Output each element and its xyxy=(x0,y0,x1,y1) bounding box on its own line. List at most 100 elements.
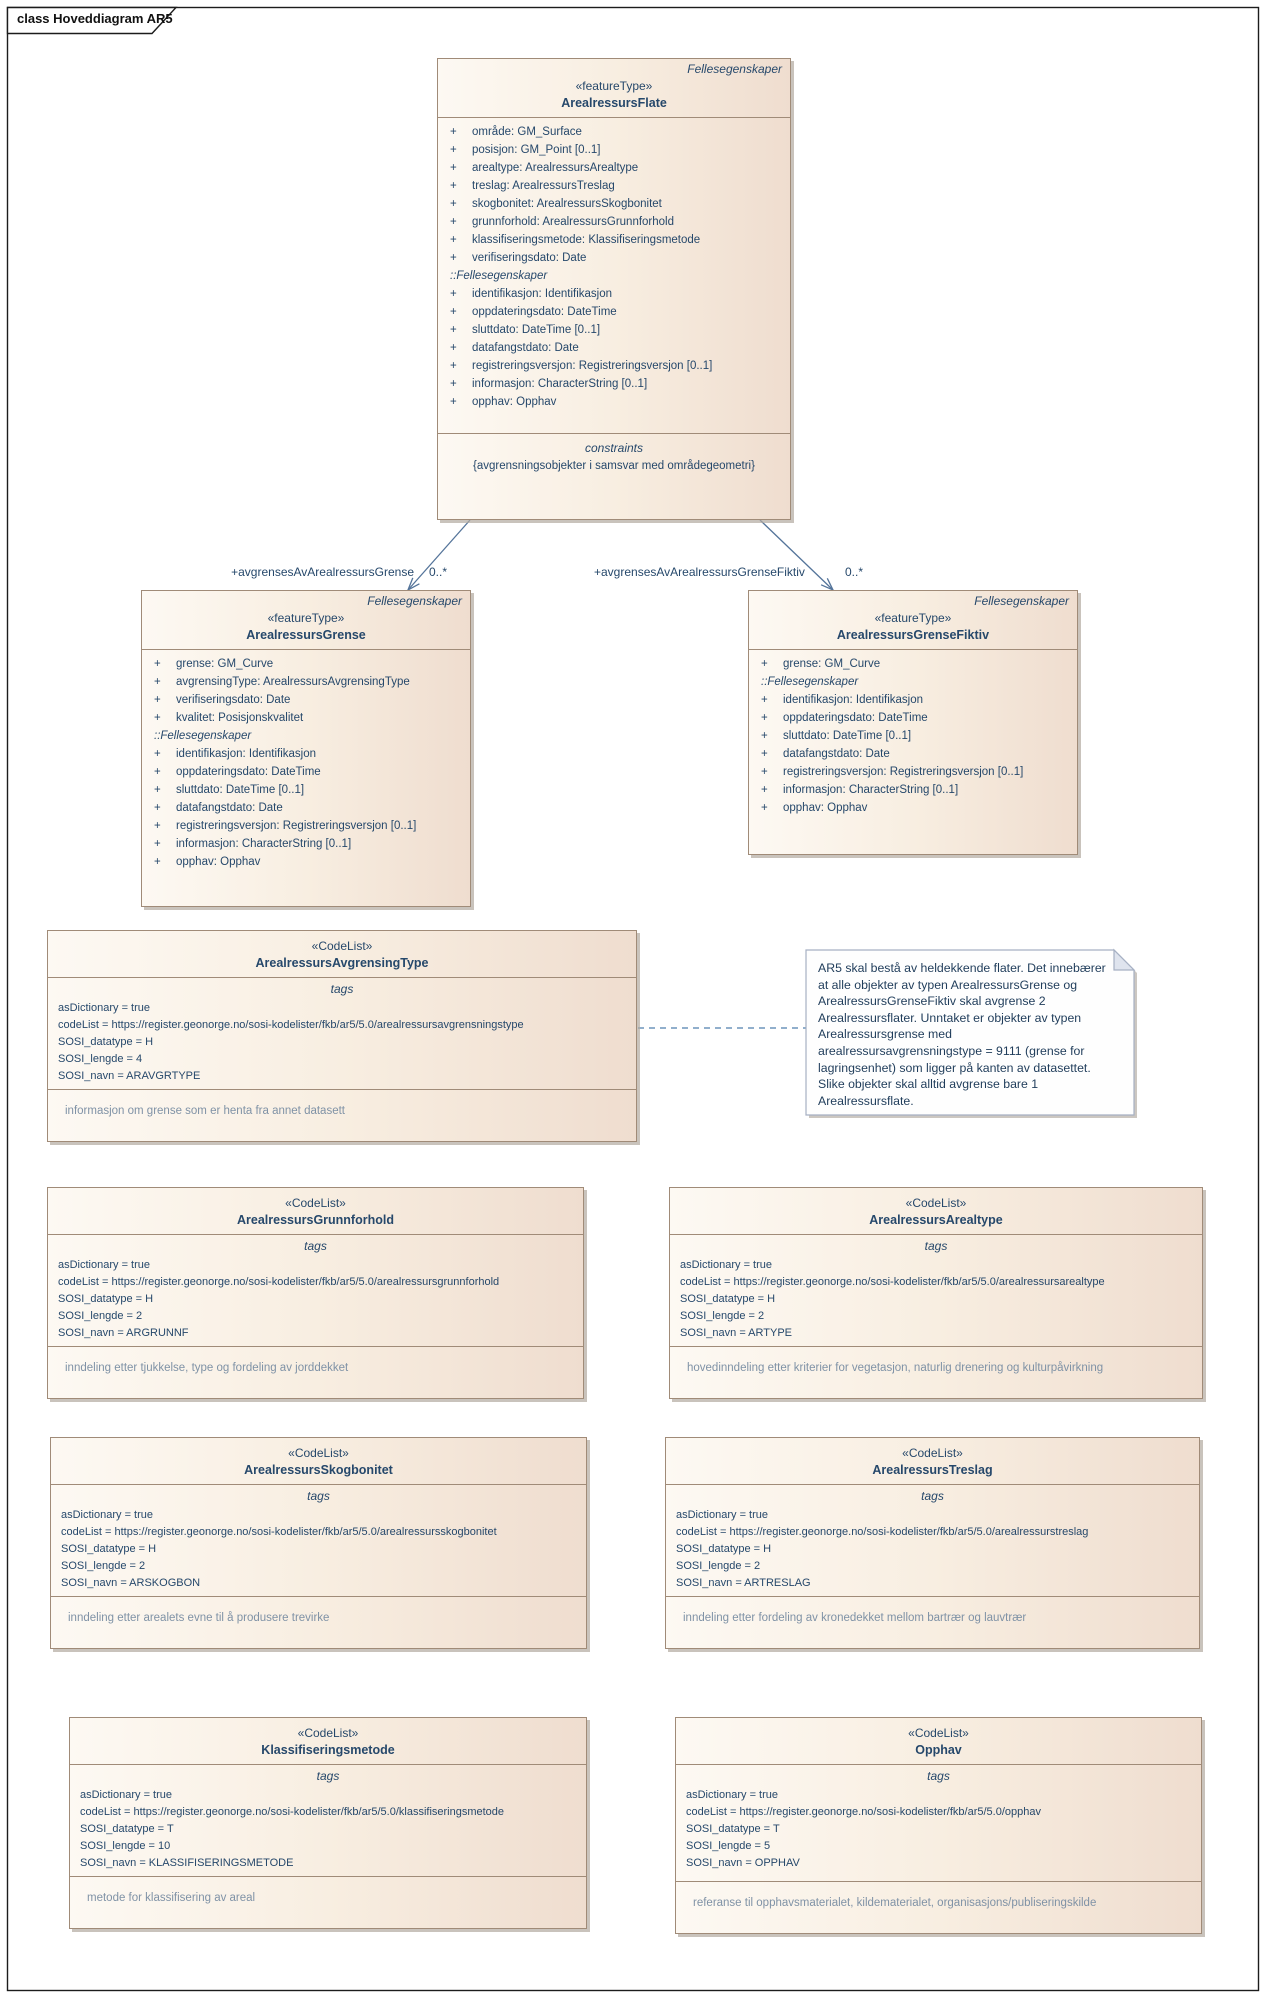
tag-row: asDictionary = true xyxy=(676,1509,769,1521)
class-header: «CodeList» Opphav xyxy=(676,1718,1201,1765)
codelist-arealressursskogbonitet[interactable]: «CodeList» ArealressursSkogbonitet tags … xyxy=(50,1437,587,1649)
tag-row: codeList = https://register.geonorge.no/… xyxy=(676,1526,1089,1538)
tag-row: SOSI_navn = KLASSIFISERINGSMETODE xyxy=(80,1857,294,1869)
class-header: «CodeList» ArealressursSkogbonitet xyxy=(51,1438,586,1485)
stereotype-label: «CodeList» xyxy=(285,1196,346,1210)
class-arealressursgrensefiktiv[interactable]: Fellesegenskaper «featureType» Arealress… xyxy=(748,590,1078,855)
tags-label: tags xyxy=(927,1769,950,1783)
class-name: ArealressursTreslag xyxy=(872,1463,993,1477)
attribute-row: +opphav: Opphav xyxy=(154,856,261,868)
tag-row: asDictionary = true xyxy=(58,1259,151,1271)
attribute-row: +registreringsversjon: Registreringsvers… xyxy=(761,766,1024,778)
stereotype-label: «featureType» xyxy=(575,79,653,93)
tags-label: tags xyxy=(304,1239,327,1253)
stereotype-label: «CodeList» xyxy=(297,1726,359,1740)
association-role-label-grense: +avgrensesAvArealressursGrense xyxy=(231,565,414,579)
class-name: Klassifiseringsmetode xyxy=(261,1743,395,1757)
codelist-opphav[interactable]: «CodeList» Opphav tags asDictionary = tr… xyxy=(675,1717,1202,1934)
codelist-arealressursgrunnforhold[interactable]: «CodeList» ArealressursGrunnforhold tags… xyxy=(47,1187,584,1399)
class-name: ArealressursGrunnforhold xyxy=(237,1213,394,1227)
attribute-row: +oppdateringsdato: DateTime xyxy=(450,306,617,318)
tag-row: SOSI_lengde = 2 xyxy=(58,1310,143,1322)
description-compartment: referanse til opphavsmaterialet, kildema… xyxy=(676,1881,1201,1933)
stereotype-label: «CodeList» xyxy=(311,939,373,953)
tag-row: SOSI_datatype = T xyxy=(80,1823,174,1835)
class-name: ArealressursGrense xyxy=(246,628,366,642)
attribute-row: +datafangstdato: Date xyxy=(450,342,579,354)
description-compartment: inndeling etter fordeling av kronedekket… xyxy=(666,1596,1199,1648)
class-header: «CodeList» ArealressursArealtype xyxy=(670,1188,1202,1235)
attribute-row: +informasjon: CharacterString [0..1] xyxy=(154,838,352,850)
tag-row: SOSI_datatype = H xyxy=(680,1293,776,1305)
association-avgrensesAvArealressursGrenseFiktiv-line[interactable] xyxy=(759,519,834,591)
tags-compartment: tags asDictionary = true codeList = https… xyxy=(48,1235,583,1346)
attribute-row: +datafangstdato: Date xyxy=(154,802,283,814)
tag-row: asDictionary = true xyxy=(680,1259,773,1271)
attribute-row: +registreringsversjon: Registreringsvers… xyxy=(450,360,713,372)
description-compartment: inndeling etter tjukkelse, type og forde… xyxy=(48,1346,583,1398)
description-compartment: informasjon om grense som er henta fra a… xyxy=(48,1089,636,1141)
codelist-klassifiseringsmetode[interactable]: «CodeList» Klassifiseringsmetode tags as… xyxy=(69,1717,587,1929)
tag-row: SOSI_lengde = 4 xyxy=(58,1053,143,1065)
class-header: «CodeList» ArealressursGrunnforhold xyxy=(48,1188,583,1235)
class-name: ArealressursGrenseFiktiv xyxy=(836,628,990,642)
constraints-text: {avgrensningsobjekter i samsvar med områ… xyxy=(473,460,755,472)
attribute-row: +kvalitet: Posisjonskvalitet xyxy=(154,712,304,724)
class-header: Fellesegenskaper «featureType» Arealress… xyxy=(749,591,1077,650)
class-name: Opphav xyxy=(915,1743,962,1757)
attribute-row: +grunnforhold: ArealressursGrunnforhold xyxy=(450,216,675,228)
association-grense-arrowhead-icon xyxy=(406,577,420,592)
attribute-row: +opphav: Opphav xyxy=(761,802,868,814)
tag-row: SOSI_navn = ARAVGRTYPE xyxy=(58,1070,201,1082)
stereotype-label: «featureType» xyxy=(874,611,952,625)
tags-label: tags xyxy=(316,1769,340,1783)
tag-row: SOSI_navn = ARTRESLAG xyxy=(676,1577,811,1589)
tag-row: codeList = https://register.geonorge.no/… xyxy=(680,1276,1105,1288)
attribute-row: +identifikasjon: Identifikasjon xyxy=(450,288,612,300)
constraints-label: constraints xyxy=(584,441,644,455)
class-name: ArealressursAvgrensingType xyxy=(255,956,429,970)
class-arealressursflate[interactable]: Fellesegenskaper «featureType» Arealress… xyxy=(437,58,791,520)
association-avgrensesAvArealressursGrense-line[interactable] xyxy=(407,519,471,591)
package-label: Fellesegenskaper xyxy=(687,62,782,76)
attributes-compartment: +område: GM_Surface+posisjon: GM_Point [… xyxy=(438,118,790,433)
tag-row: SOSI_datatype = H xyxy=(58,1036,154,1048)
attribute-row: +opphav: Opphav xyxy=(450,396,557,408)
description-compartment: hovedinndeling etter kriterier for veget… xyxy=(670,1346,1202,1398)
tag-row: codeList = https://register.geonorge.no/… xyxy=(58,1019,524,1031)
class-arealressursgrense[interactable]: Fellesegenskaper «featureType» Arealress… xyxy=(141,590,471,907)
attribute-row: +grense: GM_Curve xyxy=(154,658,274,670)
codelist-arealressurstreslag[interactable]: «CodeList» ArealressursTreslag tags asDi… xyxy=(665,1437,1200,1649)
tag-row: asDictionary = true xyxy=(58,1002,151,1014)
codelist-arealressursarealtype[interactable]: «CodeList» ArealressursArealtype tags as… xyxy=(669,1187,1203,1399)
attribute-row: +identifikasjon: Identifikasjon xyxy=(154,748,316,760)
tag-row: SOSI_datatype = H xyxy=(676,1543,772,1555)
attribute-row: +sluttdato: DateTime [0..1] xyxy=(450,324,601,336)
attribute-row: +oppdateringsdato: DateTime xyxy=(761,712,928,724)
tag-row: codeList = https://register.geonorge.no/… xyxy=(686,1806,1041,1818)
attribute-row: +informasjon: CharacterString [0..1] xyxy=(450,378,648,390)
tag-row: codeList = https://register.geonorge.no/… xyxy=(58,1276,500,1288)
attribute-row: +registreringsversjon: Registreringsvers… xyxy=(154,820,417,832)
attribute-row: +skogbonitet: ArealressursSkogbonitet xyxy=(450,198,662,210)
tag-row: SOSI_navn = OPPHAV xyxy=(686,1857,800,1869)
tag-row: SOSI_lengde = 10 xyxy=(80,1840,171,1852)
association-multiplicity-grense: 0..* xyxy=(429,565,448,579)
attribute-row: +sluttdato: DateTime [0..1] xyxy=(154,784,305,796)
class-name: ArealressursSkogbonitet xyxy=(244,1463,393,1477)
attribute-row: +verifiseringsdato: Date xyxy=(450,252,587,264)
attributes-compartment: +grense: GM_Curve ::Fellesegenskaper +id… xyxy=(749,650,1077,854)
codelist-arealressursavgrensingtype[interactable]: «CodeList» ArealressursAvgrensingType ta… xyxy=(47,930,637,1142)
class-name: ArealressursFlate xyxy=(561,96,667,110)
class-header: «CodeList» Klassifiseringsmetode xyxy=(70,1718,586,1765)
class-header: Fellesegenskaper «featureType» Arealress… xyxy=(438,59,790,118)
description-compartment: metode for klassifisering av areal xyxy=(70,1876,586,1928)
class-name: ArealressursArealtype xyxy=(869,1213,1003,1227)
tag-row: SOSI_navn = ARTYPE xyxy=(680,1327,792,1339)
attribute-row: +verifiseringsdato: Date xyxy=(154,694,291,706)
association-multiplicity-fiktiv: 0..* xyxy=(845,565,864,579)
